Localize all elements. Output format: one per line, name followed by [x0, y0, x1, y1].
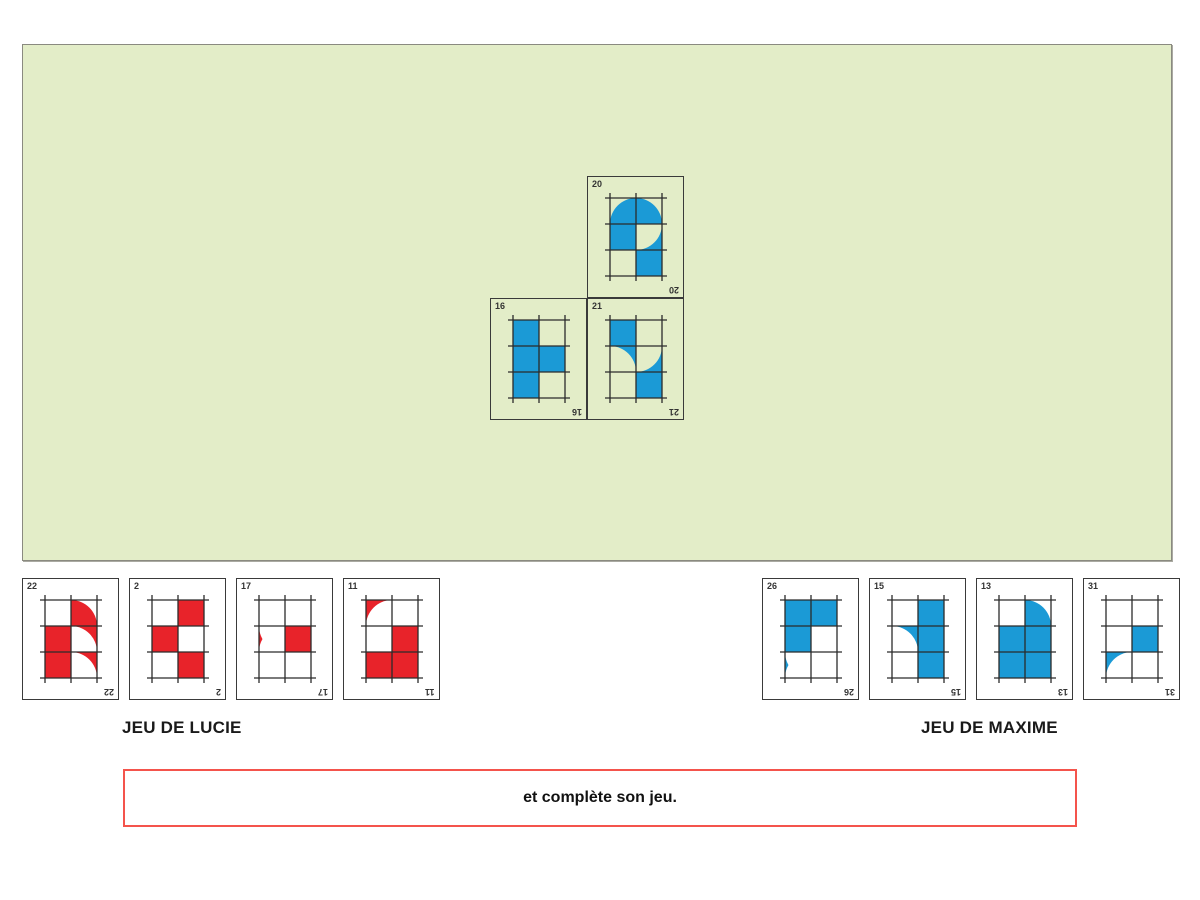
card-number-bottom: 21 — [668, 407, 679, 417]
card-number-top: 21 — [592, 301, 603, 311]
card-2[interactable]: 2 2 — [129, 578, 226, 700]
card-number-bottom: 13 — [1057, 687, 1068, 697]
card-number-top: 11 — [348, 581, 358, 591]
card-number-top: 17 — [241, 581, 252, 591]
card-number-top: 20 — [592, 179, 603, 189]
tray-label-maxime: JEU DE MAXIME — [921, 718, 1058, 737]
card-number-top: 16 — [495, 301, 506, 311]
card-11[interactable]: 11 11 — [343, 578, 440, 700]
card-20[interactable]: 20 20 — [587, 176, 684, 298]
instruction-box[interactable]: et complète son jeu. — [123, 769, 1077, 827]
card-31[interactable]: 31 31 — [1083, 578, 1180, 700]
card-shape-p26 — [778, 593, 844, 685]
card-number-bottom: 22 — [103, 687, 114, 697]
green-play-board[interactable] — [22, 44, 1172, 561]
card-number-bottom: 15 — [950, 687, 961, 697]
card-number-top: 26 — [767, 581, 778, 591]
card-number-bottom: 16 — [571, 407, 582, 417]
card-number-bottom: 2 — [215, 687, 221, 697]
card-number-bottom: 17 — [317, 687, 328, 697]
card-number-bottom: 20 — [668, 285, 679, 295]
card-shape-p2 — [145, 593, 211, 685]
card-number-top: 15 — [874, 581, 885, 591]
card-shape-p15 — [885, 593, 951, 685]
card-22[interactable]: 22 22 — [22, 578, 119, 700]
card-15[interactable]: 15 15 — [869, 578, 966, 700]
tray-label-lucie: JEU DE LUCIE — [122, 718, 242, 737]
card-shape-p22 — [38, 593, 104, 685]
card-13[interactable]: 13 13 — [976, 578, 1073, 700]
card-21[interactable]: 21 21 — [587, 298, 684, 420]
card-number-bottom: 11 — [425, 687, 435, 697]
card-shape-p31 — [1099, 593, 1165, 685]
card-shape-p21 — [603, 313, 669, 405]
card-number-top: 13 — [981, 581, 992, 591]
card-number-top: 22 — [27, 581, 38, 591]
card-shape-p13 — [992, 593, 1058, 685]
card-number-bottom: 26 — [843, 687, 854, 697]
card-16[interactable]: 16 16 — [490, 298, 587, 420]
card-shape-p11 — [359, 593, 425, 685]
card-number-bottom: 31 — [1164, 687, 1175, 697]
card-number-top: 2 — [134, 581, 140, 591]
card-26[interactable]: 26 26 — [762, 578, 859, 700]
card-17[interactable]: 17 17 — [236, 578, 333, 700]
card-number-top: 31 — [1088, 581, 1099, 591]
instruction-text: et complète son jeu. — [523, 789, 677, 806]
card-shape-p16 — [506, 313, 572, 405]
card-shape-p17 — [252, 593, 318, 685]
card-shape-p20 — [603, 191, 669, 283]
